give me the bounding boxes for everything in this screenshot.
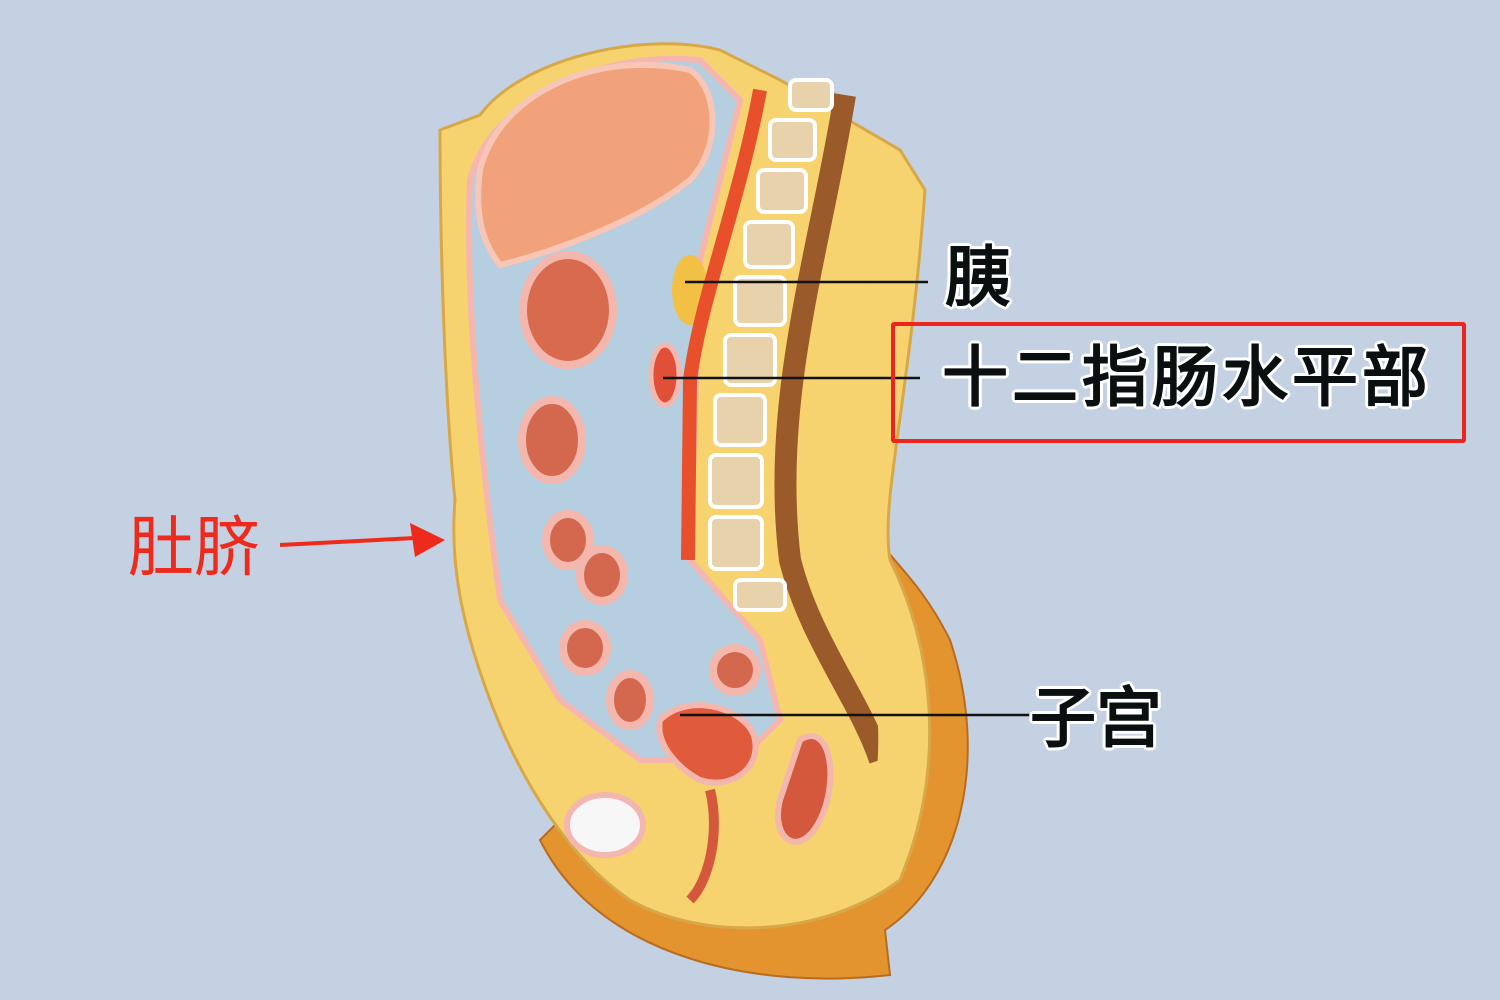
intestine-loop [559,620,611,676]
highlight-box [891,322,1466,443]
rectum [775,733,834,845]
intestine-loop [518,396,586,484]
label-uterus: 子宫 [1030,680,1162,757]
vagina [686,788,719,904]
label-duodenum-horizontal: 十二指肠水平部 [942,339,1432,416]
intestine-loop [709,644,761,696]
bladder [564,792,646,858]
duodenum [648,342,682,408]
spinal-canal [774,93,891,764]
uterus [656,702,759,786]
navel-arrow [279,523,445,557]
intestine-loop [576,545,628,605]
liver [475,61,716,269]
intestine-loop [606,670,654,730]
aorta [681,88,767,561]
spine-outer [850,158,902,833]
intestine-loop [542,510,594,570]
label-navel: 肚脐 [128,509,260,586]
label-pancreas: 胰 [945,239,1011,316]
vertebrae [708,78,834,612]
stomach [519,251,617,369]
